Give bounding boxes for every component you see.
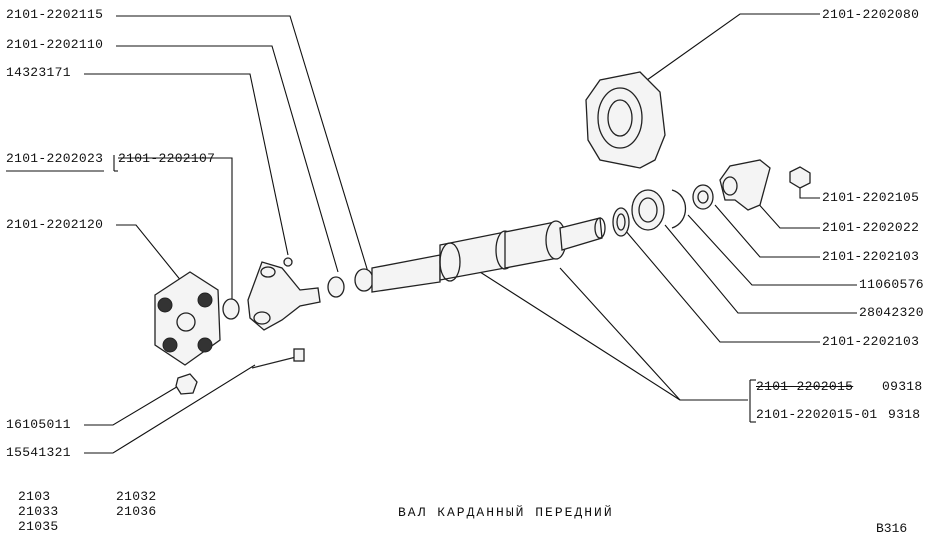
label-28042320: 28042320	[859, 305, 924, 320]
label-2202107: 2101-2202107	[118, 151, 216, 166]
elastic-coupling	[154, 271, 221, 366]
nut-right	[789, 166, 811, 189]
label-14323171: 14323171	[6, 65, 71, 80]
label-2202103-top: 2101-2202103	[822, 249, 920, 264]
label-2202080: 2101-2202080	[822, 7, 920, 22]
label-2202110: 2101-2202110	[6, 37, 104, 52]
yoke-part	[719, 159, 771, 211]
label-9318: 9318	[888, 407, 921, 422]
support-bearing	[585, 71, 666, 169]
label-11060576: 11060576	[859, 277, 924, 292]
flange-part	[247, 257, 321, 331]
label-09318: 09318	[882, 379, 923, 394]
label-2202023: 2101-2202023	[6, 151, 104, 166]
label-2202105: 2101-2202105	[822, 190, 920, 205]
label-2202015: 2101-2202015	[756, 379, 854, 394]
label-2202103-bottom: 2101-2202103	[822, 334, 920, 349]
label-16105011: 16105011	[6, 417, 71, 432]
model-2103: 2103	[18, 489, 51, 504]
label-2202115: 2101-2202115	[6, 7, 104, 22]
model-21036: 21036	[116, 504, 157, 519]
bearing-rings	[612, 184, 714, 237]
figure-code: В316	[876, 521, 908, 536]
label-2202022: 2101-2202022	[822, 220, 920, 235]
label-2202015-01: 2101-2202015-01	[756, 407, 878, 422]
label-15541321: 15541321	[6, 445, 71, 460]
nut-part	[175, 373, 198, 395]
model-21032: 21032	[116, 489, 157, 504]
seal-rings	[327, 268, 374, 298]
bolt-part	[251, 348, 305, 369]
diagram-title: ВАЛ КАРДАННЫЙ ПЕРЕДНИЙ	[398, 505, 614, 520]
drive-shaft	[371, 217, 606, 293]
label-2202120: 2101-2202120	[6, 217, 104, 232]
centering-ring	[222, 298, 240, 320]
model-21033: 21033	[18, 504, 59, 519]
leader-lines	[6, 13, 857, 454]
model-21035: 21035	[18, 519, 59, 534]
